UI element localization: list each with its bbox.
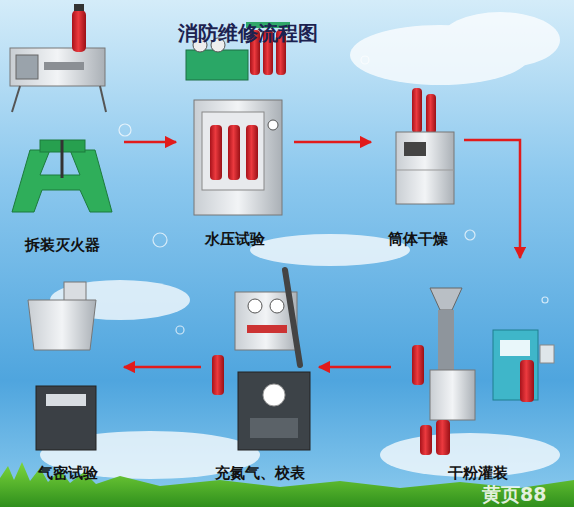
process-step: 干粉灌装 <box>395 262 560 484</box>
disassembly-machine-part <box>16 55 38 79</box>
nitrogen-charging-station-part <box>270 299 284 313</box>
step-label: 干粉灌装 <box>448 464 508 482</box>
bubbles-part <box>153 233 167 247</box>
hydrostatic-test-equipment-part <box>246 125 258 180</box>
hydrostatic-test-equipment-part <box>210 125 222 180</box>
bubbles-part <box>465 230 475 240</box>
hydrostatic-test-equipment-part <box>228 125 240 180</box>
grass-part <box>0 462 574 507</box>
nitrogen-charging-station-part <box>212 355 224 395</box>
drying-machine-part <box>396 132 454 204</box>
step-label: 筒体干燥 <box>388 230 448 248</box>
bubbles-part <box>119 124 131 136</box>
powder-filling-machine <box>412 288 554 455</box>
nitrogen-charging-station-part <box>250 418 298 438</box>
clouds-part <box>250 234 410 266</box>
hydrostatic-test-equipment <box>186 22 290 215</box>
powder-filling-machine-part <box>540 345 554 363</box>
drying-machine-part <box>396 170 454 171</box>
airtight-test-tank-part <box>46 394 86 406</box>
nitrogen-charging-station-part <box>247 325 287 333</box>
powder-filling-machine-part <box>500 340 530 356</box>
process-step: 水压试验 <box>180 15 290 250</box>
powder-filling-machine-part <box>420 425 432 455</box>
clouds <box>40 12 560 479</box>
flow-arrow <box>319 366 391 369</box>
airtight-test-tank-part <box>36 386 96 450</box>
bubbles-part <box>176 326 184 334</box>
hydrostatic-test-equipment-part <box>194 100 282 215</box>
airtight-test-tank-part <box>28 300 96 350</box>
hydrostatic-test-equipment-part <box>268 120 278 130</box>
process-step: 气密试验 <box>15 270 120 484</box>
disassembly-machine-part <box>10 48 105 86</box>
flow-arrow <box>294 141 371 144</box>
flow-arrow <box>124 366 201 369</box>
flow-arrow <box>464 140 520 258</box>
process-step: 拆装灭火器 <box>5 0 120 256</box>
step-label: 拆装灭火器 <box>25 236 100 254</box>
bubbles-part <box>542 297 548 303</box>
bubbles <box>119 56 548 334</box>
nitrogen-charging-station-part <box>285 270 300 365</box>
nitrogen-charging-station-part <box>238 372 310 450</box>
hydrostatic-test-equipment-part <box>202 112 264 190</box>
step-label: 气密试验 <box>38 464 98 482</box>
powder-filling-machine-part <box>436 420 450 455</box>
nitrogen-charging-station-part <box>263 384 285 406</box>
powder-filling-machine-part <box>412 345 424 385</box>
grass <box>0 462 574 507</box>
powder-filling-machine-part <box>520 360 534 402</box>
process-step: 筒体干燥 <box>375 75 460 250</box>
drying-machine-part <box>426 94 436 134</box>
powder-filling-machine-part <box>430 288 462 310</box>
watermark: 黄页88 <box>482 482 546 507</box>
nitrogen-charging-station <box>212 270 310 450</box>
hydrostatic-test-equipment-part <box>186 50 248 80</box>
step-label: 水压试验 <box>205 230 265 248</box>
drying-machine <box>396 88 454 204</box>
powder-filling-machine-part <box>430 370 475 420</box>
disassembly-machine-part <box>44 62 84 70</box>
bubbles-part <box>361 56 369 64</box>
disassembly-machine <box>10 4 112 212</box>
disassembly-machine-part <box>12 86 20 112</box>
disassembly-machine-part <box>74 4 84 11</box>
nitrogen-charging-station-part <box>248 299 262 313</box>
clouds-part <box>440 12 560 68</box>
disassembly-machine-part <box>61 140 64 178</box>
flow-arrow <box>124 141 176 144</box>
disassembly-machine-part <box>100 86 106 112</box>
step-label: 充氮气、校表 <box>215 464 305 482</box>
drying-machine-part <box>412 88 422 133</box>
airtight-test-tank <box>28 282 96 450</box>
drying-machine-part <box>404 142 426 156</box>
diagram-title: 消防维修流程图 <box>178 20 318 47</box>
powder-filling-machine-part <box>438 310 454 370</box>
disassembly-machine-part <box>72 10 86 52</box>
process-step: 充氮气、校表 <box>205 258 315 484</box>
